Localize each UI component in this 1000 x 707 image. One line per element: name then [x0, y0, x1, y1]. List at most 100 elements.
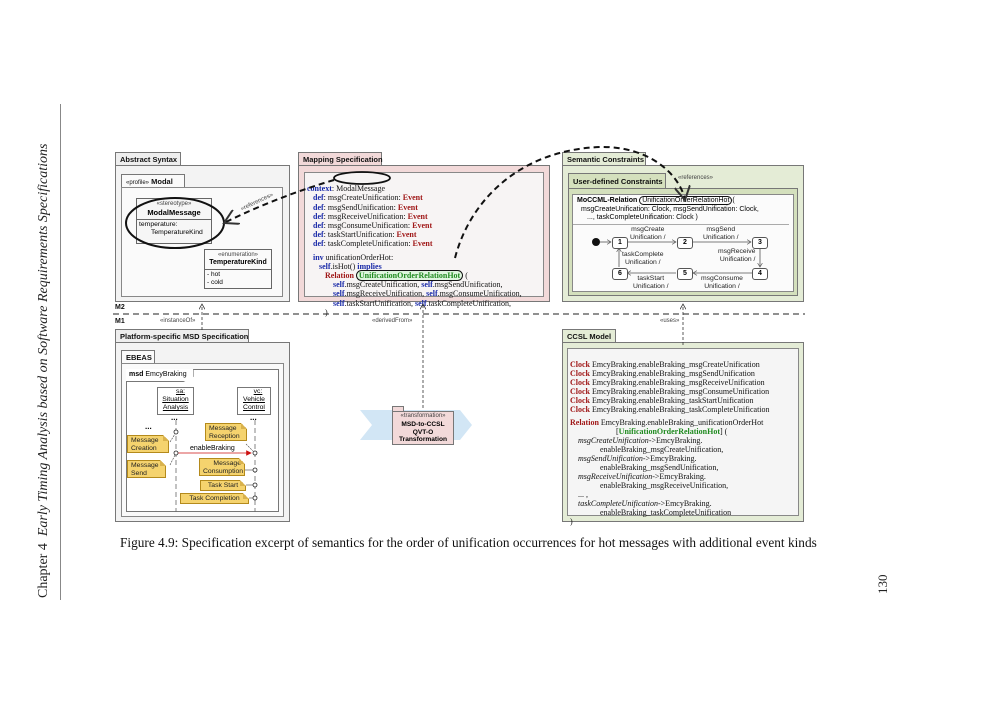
relation-arg: .taskStartUnification, [344, 298, 415, 308]
msd-name: EmcyBraking [143, 371, 187, 378]
def-type: Event [407, 211, 428, 221]
relation-arg: .taskCompleteUnification, [426, 298, 511, 308]
instance-of-label: «instanceOf» [160, 318, 196, 324]
def-name: : taskStartUnification: [323, 230, 397, 240]
state-6: 6 [612, 268, 628, 280]
label-line: taskStart [637, 275, 665, 282]
inv-name: unificationOrderHot: [323, 252, 394, 262]
def-name: : taskCompleteUnification: [323, 239, 413, 249]
label-line: Unification / [704, 282, 740, 290]
bracket: ] ( [720, 427, 728, 436]
references-label-right: «references» [678, 175, 714, 181]
def-type: Event [412, 239, 433, 249]
fragment-ellipsis: ... [145, 422, 152, 431]
mapping-spec-tab: Mapping Specification [298, 152, 383, 165]
abstract-syntax-tab: Abstract Syntax [115, 152, 181, 165]
implies-keyword: implies [357, 261, 382, 271]
lifeline-name: Vehicle [243, 396, 265, 403]
binding-arrow: ->EmcyBraking. [652, 472, 706, 481]
layer-label-m2: M2 [115, 304, 125, 311]
clock-name: EmcyBraking.enableBraking_msgSendUnifica… [590, 369, 755, 378]
transformation-package-tab [392, 406, 404, 411]
self-keyword: self [333, 289, 345, 299]
note-text: Message [131, 437, 159, 444]
binding-arrow: ->EmcyBraking. [648, 436, 703, 445]
binding-param: msgCreateUnification [578, 436, 649, 445]
clock-keyword: Clock [570, 387, 590, 396]
def-keyword: def [313, 239, 324, 249]
enum-literal-cold: - cold [207, 278, 223, 286]
relation-arg: .msgConsumeUnification, [437, 289, 522, 299]
self-keyword: self [333, 280, 345, 290]
context-name: ModalMessage [336, 184, 386, 194]
lifeline-head-situation-analysis: sa: Situation Analysis [157, 387, 194, 415]
event-msg-reception [252, 450, 258, 456]
binding-arrow: ->EmcyBraking. [642, 454, 697, 463]
mocc-open: ( [732, 197, 735, 204]
label-line: msgSend [706, 226, 736, 233]
clock-keyword: Clock [570, 378, 590, 387]
relation-arg: .msgSendUnification, [432, 280, 503, 290]
label-line: Unification / [625, 258, 661, 266]
lifeline-head-vehicle-control: vc: Vehicle Control [237, 387, 271, 415]
event-msg-creation [173, 429, 179, 435]
uses-label: «uses» [660, 318, 680, 324]
binding-arrow: ->EmcyBraking. [658, 499, 712, 508]
lifeline-name: Situation [162, 396, 189, 403]
binding-param: taskCompleteUnification [578, 499, 658, 508]
note-text: Consumption [203, 468, 244, 475]
binding-target: enableBraking_msgReceiveUnification, [600, 481, 729, 490]
label-line: Unification / [703, 233, 739, 241]
msd-spec-tab: Platform-specific MSD Specification [115, 329, 249, 342]
note-text: Message [213, 460, 241, 467]
def-type: Event [412, 221, 433, 231]
event-msg-send [173, 450, 179, 456]
bracket: [ [616, 427, 619, 436]
label-line: Unification / [719, 255, 756, 263]
self-keyword: self [426, 289, 438, 299]
transformation-keyword: «transformation» [400, 413, 446, 419]
transformation-line2: QVT-O [412, 428, 434, 436]
lifeline-name: Control [243, 404, 265, 411]
note-text: Message [131, 462, 159, 469]
note-task-start: Task Start [200, 480, 246, 491]
self-keyword: self [421, 280, 433, 290]
profile-stereotype: «profile» [126, 180, 150, 186]
profile-tab: «profile» Modal [121, 174, 185, 187]
figure-caption: Figure 4.9: Specification excerpt of sem… [120, 535, 817, 550]
msd-frame-label: msd EmcyBraking [126, 369, 194, 382]
clock-keyword: Clock [570, 405, 590, 414]
relation-type: UnificationOrderRelationHot [618, 427, 720, 436]
binding-ellipsis: ... , [578, 490, 588, 499]
state-5: 5 [677, 268, 693, 280]
relation-name-highlight: UnificationOrderRelationHot [355, 270, 464, 282]
clock-keyword: Clock [570, 360, 590, 369]
note-task-completion: Task Completion [180, 493, 249, 504]
label-line: msgReceive [718, 248, 756, 255]
relation-close: ) [570, 517, 573, 526]
lifeline-role: vc: [253, 388, 263, 395]
msd-keyword: msd [129, 371, 144, 378]
binding-target: enableBraking_msgCreateUnification, [600, 445, 724, 454]
derived-from-label: «derivedFrom» [372, 318, 413, 324]
lifeline-name: Analysis [162, 404, 189, 411]
is-hot-call: .isHot() [330, 261, 358, 271]
note-text: Send [131, 470, 147, 477]
self-keyword: self [415, 298, 427, 308]
relation-name: EmcyBraking.enableBraking_unificationOrd… [598, 418, 764, 427]
relation-arg: .msgCreateUnification, [344, 280, 422, 290]
note-text: Message [209, 425, 237, 432]
relation-close: ) [325, 307, 328, 317]
def-type: Event [396, 230, 417, 240]
clock-keyword: Clock [570, 396, 590, 405]
def-type: Event [402, 193, 423, 203]
